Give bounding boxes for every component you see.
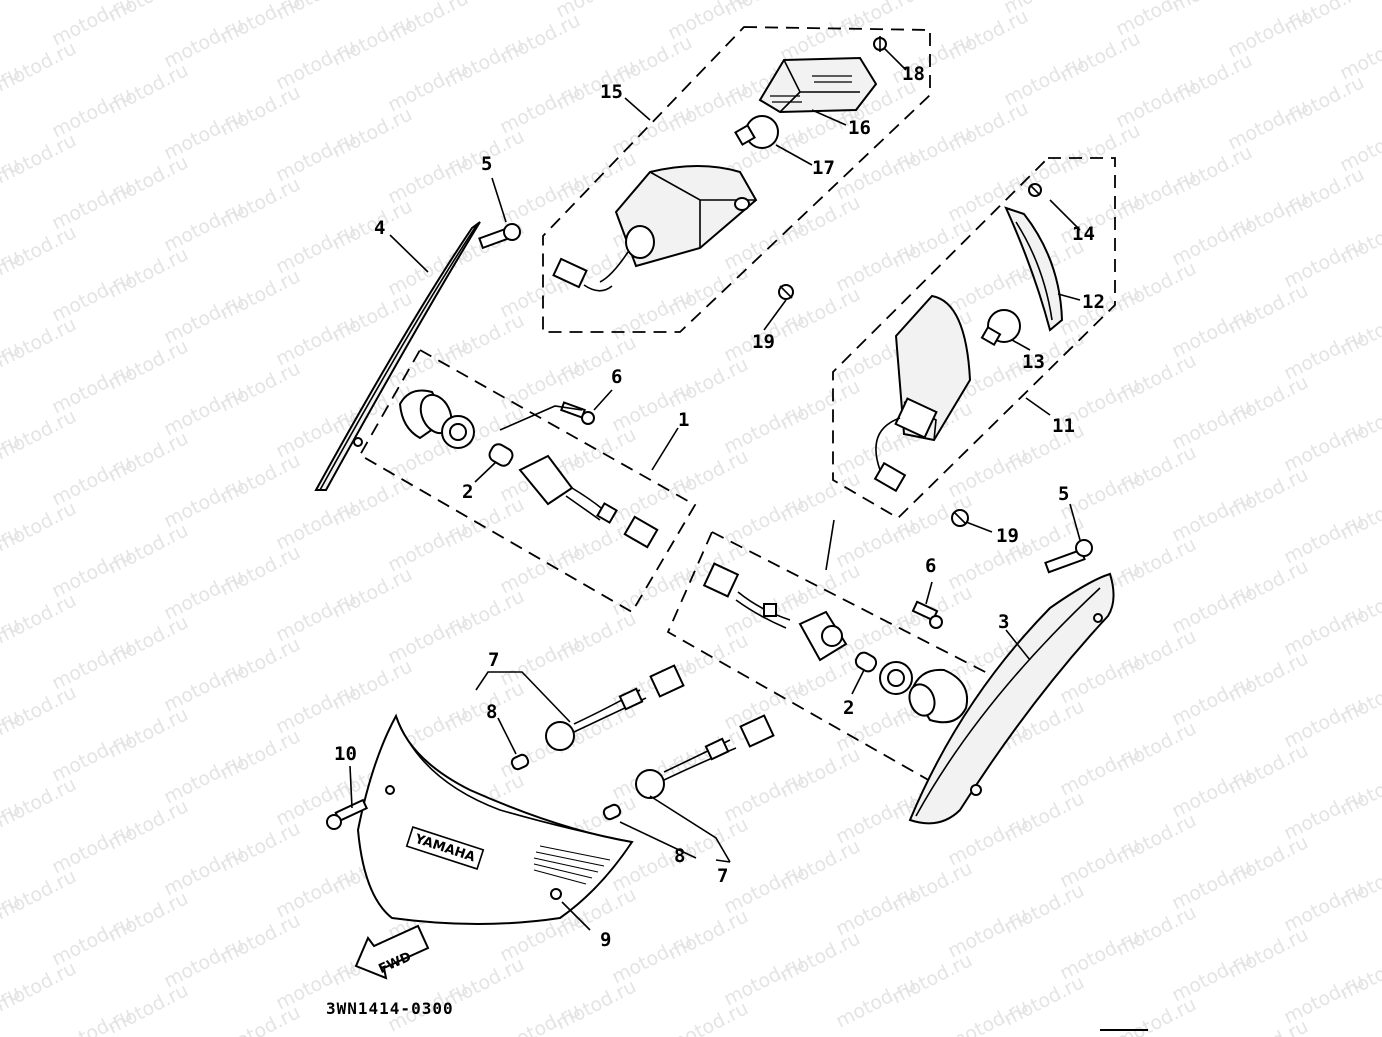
watermark-text: motod.ru — [1224, 1015, 1312, 1037]
group-outline-front-right — [666, 530, 997, 784]
right-panel-screw — [1044, 539, 1093, 574]
callout-17: 17 — [812, 157, 835, 179]
rear-body-screw — [778, 284, 794, 300]
leader-lines — [349, 47, 1081, 931]
group-outline-1 — [358, 348, 697, 614]
fwd-arrow — [354, 924, 430, 980]
callout-9: 9 — [600, 929, 611, 951]
front-right-bulb-housing — [879, 661, 968, 724]
callout-5: 5 — [1058, 483, 1069, 505]
group-outline-15 — [542, 26, 931, 333]
callout-19: 19 — [996, 525, 1019, 547]
callout-3: 3 — [998, 611, 1009, 633]
callout-5: 5 — [481, 153, 492, 175]
upper-lamp-socket — [510, 664, 685, 771]
callout-7: 7 — [717, 865, 728, 887]
callout-2: 2 — [462, 481, 473, 503]
diagram-code: 3WN1414-0300 — [326, 999, 454, 1018]
right-lens-screw — [1028, 183, 1042, 197]
front-right-bulb — [854, 651, 878, 673]
callout-10: 10 — [334, 743, 357, 765]
right-flasher-bulb — [980, 309, 1021, 347]
left-side-strip — [314, 221, 481, 491]
watermark-text: motod.ru — [216, 1001, 304, 1037]
watermark-text: motod.ru — [0, 0, 24, 28]
callout-16: 16 — [848, 117, 871, 139]
lower-lamp-socket — [602, 714, 775, 821]
watermark-text: motod.ru — [664, 997, 752, 1037]
watermark-text: motod.ru — [496, 999, 584, 1037]
callout-7: 7 — [488, 649, 499, 671]
callout-8: 8 — [486, 701, 497, 723]
front-right-screw — [911, 600, 943, 629]
group-outline-11 — [832, 157, 1116, 520]
front-right-connector — [702, 562, 791, 629]
callout-12: 12 — [1082, 291, 1105, 313]
rear-flasher-bulb — [734, 115, 779, 149]
front-right-socket — [798, 610, 848, 662]
front-cowl — [356, 713, 634, 925]
rear-lens-screw — [873, 36, 887, 52]
watermark-text: motod.ru — [944, 995, 1032, 1037]
callout-1: 1 — [678, 409, 689, 431]
rear-flasher-body — [552, 165, 758, 292]
callout-13: 13 — [1022, 351, 1045, 373]
logo-plate — [405, 826, 485, 870]
watermark-text: motod.ru — [0, 0, 80, 4]
right-body-screw — [951, 509, 969, 527]
callout-6: 6 — [611, 366, 622, 388]
callout-18: 18 — [902, 63, 925, 85]
callout-14: 14 — [1072, 223, 1095, 245]
watermark-text: motod.ru — [160, 0, 248, 2]
right-flasher-lens — [1004, 206, 1064, 332]
callout-8: 8 — [674, 845, 685, 867]
callout-2: 2 — [843, 697, 854, 719]
callouts: 1 2 2 3 4 5 5 6 6 7 7 8 8 9 10 11 12 13 … — [334, 63, 1105, 951]
right-side-panel — [908, 572, 1115, 825]
front-left-bulb-housing — [398, 389, 475, 449]
rear-flasher-lens — [758, 56, 878, 114]
front-left-bulb — [488, 443, 514, 467]
callout-4: 4 — [374, 217, 385, 239]
left-strip-screw — [478, 223, 521, 250]
cowl-screw — [326, 798, 369, 830]
callout-11: 11 — [1052, 415, 1075, 437]
front-left-screw — [560, 401, 595, 425]
front-left-socket — [518, 454, 659, 549]
callout-19: 19 — [752, 331, 775, 353]
callout-15: 15 — [600, 81, 623, 103]
callout-6: 6 — [925, 555, 936, 577]
right-flasher-body — [873, 294, 972, 493]
